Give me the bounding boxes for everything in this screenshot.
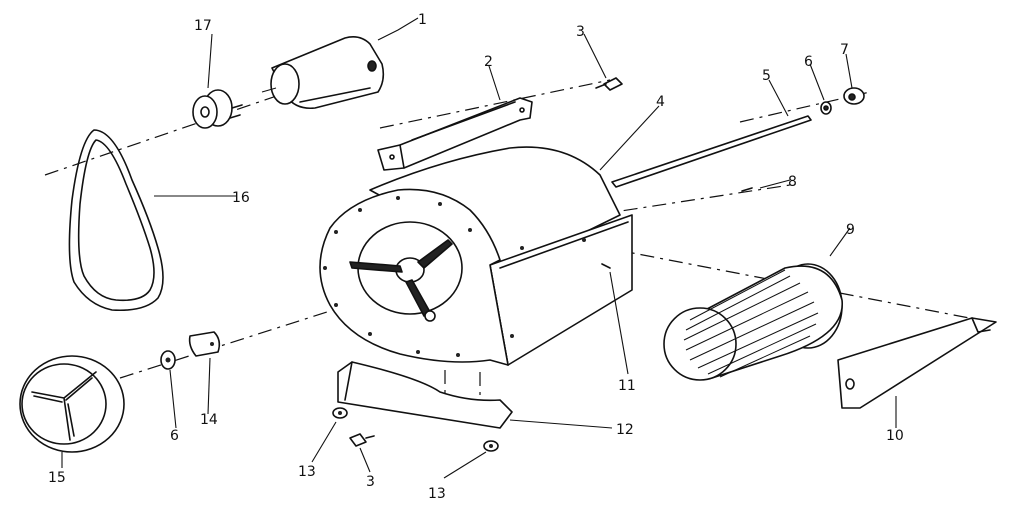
- part-4-blower-housing: [319, 146, 633, 366]
- part-8-setscrew: [741, 187, 753, 192]
- callout-1: 1: [418, 12, 427, 28]
- callout-8: 8: [788, 174, 797, 190]
- callout-7: 7: [840, 42, 849, 58]
- part-13-grommet-right: [483, 440, 499, 452]
- part-12-mounting-bracket: [337, 361, 513, 429]
- part-1-motor: [261, 36, 385, 110]
- callout-6-top: 6: [804, 54, 813, 70]
- part-11-screw: [601, 263, 611, 269]
- callout-2: 2: [484, 54, 493, 70]
- callout-17: 17: [194, 18, 212, 34]
- callout-13-right: 13: [428, 486, 446, 502]
- part-10-cutoff-plate: [837, 317, 997, 409]
- part-5-shaft: [611, 115, 812, 188]
- part-7-bearing: [843, 87, 865, 105]
- part-3-bolt-bottom: [349, 433, 375, 447]
- part-13-grommet-left: [332, 407, 348, 419]
- callout-6-bottom: 6: [170, 428, 179, 444]
- callout-14: 14: [200, 412, 218, 428]
- callout-labels: 1 17 2 3 4 5 6 7 8 9 10 11 12 16 14 6 15…: [48, 12, 904, 502]
- callout-13-left: 13: [298, 464, 316, 480]
- callout-15: 15: [48, 470, 66, 486]
- part-17-motor-pulley: [192, 89, 243, 129]
- part-14-bearing: [188, 331, 221, 357]
- callout-12: 12: [616, 422, 634, 438]
- part-6-collar-bottom: [160, 350, 176, 370]
- callout-4: 4: [656, 94, 665, 110]
- centerlines: [44, 79, 991, 395]
- callout-5: 5: [762, 68, 771, 84]
- callout-11: 11: [618, 378, 636, 394]
- part-16-belt: [68, 129, 164, 312]
- callout-16: 16: [232, 190, 250, 206]
- callout-10: 10: [886, 428, 904, 444]
- part-15-blower-pulley: [19, 355, 125, 453]
- leader-lines: [61, 17, 897, 479]
- callout-9: 9: [846, 222, 855, 238]
- part-9-blower-wheel: [663, 263, 843, 381]
- part-6-collar-top: [820, 101, 832, 115]
- callout-3-bottom: 3: [366, 474, 375, 490]
- callout-3-top: 3: [576, 24, 585, 40]
- part-3-bolt-top: [595, 77, 623, 91]
- part-2-motor-bracket: [377, 97, 533, 171]
